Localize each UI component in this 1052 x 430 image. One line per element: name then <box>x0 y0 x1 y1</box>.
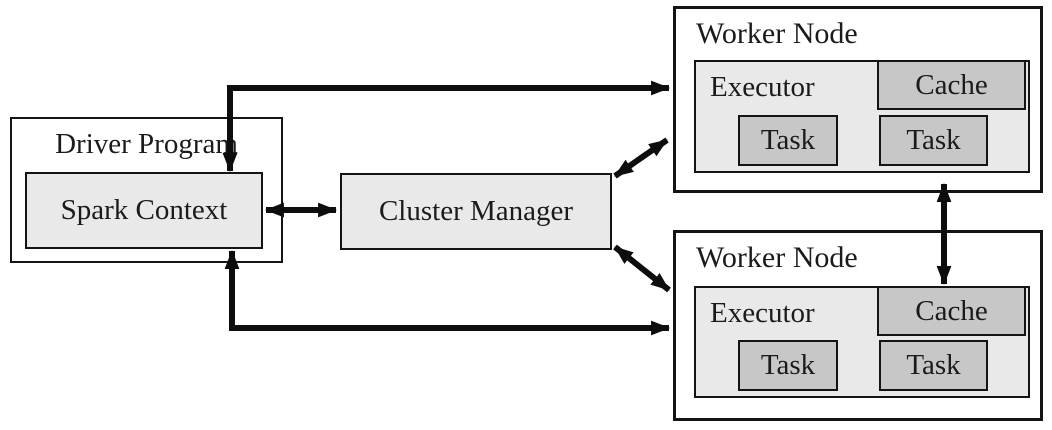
spark-context-label: Spark Context <box>60 194 228 226</box>
task-box: Task <box>879 115 988 166</box>
cluster-manager-box: Cluster Manager <box>340 173 612 250</box>
cache-1-box: Cache <box>877 60 1026 110</box>
task-label: Task <box>760 124 816 156</box>
worker-node-1-title: Worker Node <box>696 17 858 50</box>
task-box: Task <box>879 340 988 391</box>
arrow-cluster-manager-worker1 <box>613 137 669 179</box>
task-box: Task <box>738 340 838 391</box>
cache-1-label: Cache <box>915 68 988 101</box>
spark-context-box: Spark Context <box>25 172 263 249</box>
executor-2-box: Executor Cache Task Task <box>694 286 1030 398</box>
executor-2-label: Executor <box>710 297 815 329</box>
driver-program-title: Driver Program <box>55 128 238 160</box>
worker-node-2-title: Worker Node <box>696 241 858 274</box>
cluster-manager-label: Cluster Manager <box>378 195 574 227</box>
arrow-spark-context-worker2 <box>224 249 671 336</box>
worker-node-1-box: Worker Node Executor Cache Task Task <box>673 6 1043 193</box>
task-label: Task <box>760 349 816 381</box>
executor-1-label: Executor <box>710 71 815 103</box>
task-box: Task <box>738 115 838 166</box>
task-label: Task <box>906 124 961 156</box>
arrow-spark-context-worker1 <box>222 80 671 173</box>
executor-1-box: Executor Cache Task Task <box>694 60 1030 173</box>
driver-program-box: Driver Program Spark Context <box>10 117 283 263</box>
task-label: Task <box>906 349 961 381</box>
cache-2-box: Cache <box>877 286 1026 336</box>
cache-2-label: Cache <box>915 294 988 327</box>
worker-node-2-box: Worker Node Executor Cache Task Task <box>673 230 1043 421</box>
arrow-cluster-manager-worker2 <box>613 244 671 293</box>
